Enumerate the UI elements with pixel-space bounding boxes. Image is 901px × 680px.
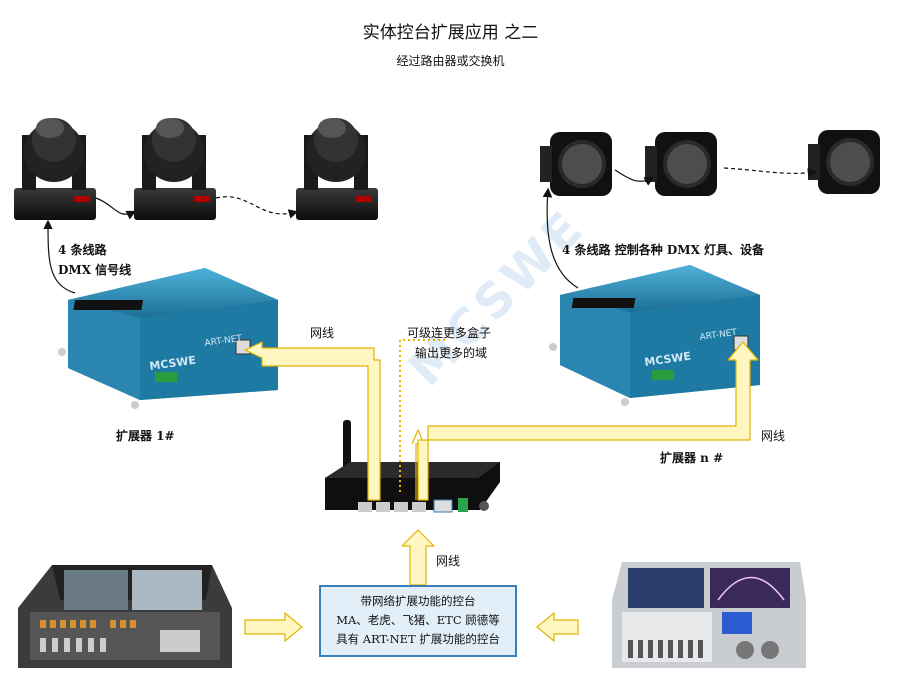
console-line-2: MA、老虎、飞猪、ETC 顾德等 [336, 613, 500, 627]
cascade-dotted-line [399, 339, 445, 492]
console-line-3: 具有 ART-NET 扩展功能的控台 [336, 632, 500, 646]
led-par-icon [645, 132, 717, 196]
moving-head-icon [14, 118, 96, 220]
led-par-icon [808, 130, 880, 194]
arrow-left-console [244, 611, 303, 643]
lighting-console-icon [612, 562, 806, 668]
extender-1-device [58, 268, 278, 409]
console-description-box: 带网络扩展功能的控台 MA、老虎、飞猪、ETC 顾德等 具有 ART-NET 扩… [319, 585, 517, 657]
label-net-bottom: 网线 [436, 554, 461, 568]
moving-head-icon [296, 118, 378, 220]
arrow-right-console [536, 611, 579, 643]
extender-1-brand: MCSWE [149, 354, 197, 373]
label-extender-1: 扩展器 1# [116, 429, 175, 443]
led-par-icon [540, 132, 612, 196]
label-left-lines: 4 条线路 [58, 243, 107, 257]
moving-head-icon [134, 118, 216, 220]
label-extender-n: 扩展器 n # [660, 451, 724, 465]
extender-n-device [549, 265, 760, 406]
label-net-left: 网线 [310, 326, 335, 340]
arrow-console-to-router [401, 529, 435, 586]
diagram-subtitle: 经过路由器或交换机 [396, 54, 505, 68]
console-line-1: 带网络扩展功能的控台 [360, 594, 476, 608]
label-cascade-2: 输出更多的域 [415, 346, 488, 360]
label-cascade-1: 可级连更多盒子 [407, 326, 492, 340]
label-right-lines: 4 条线路 控制各种 DMX 灯具、设备 [562, 243, 765, 257]
diagram-title: 实体控台扩展应用 之二 [362, 23, 539, 43]
extender-n-brand: MCSWE [644, 350, 692, 369]
arrow-to-extender-1 [244, 341, 381, 501]
label-net-right: 网线 [761, 429, 786, 443]
lighting-console-icon [18, 565, 232, 668]
arrow-to-extender-n [417, 341, 759, 501]
label-left-dmx: DMX 信号线 [58, 263, 132, 277]
